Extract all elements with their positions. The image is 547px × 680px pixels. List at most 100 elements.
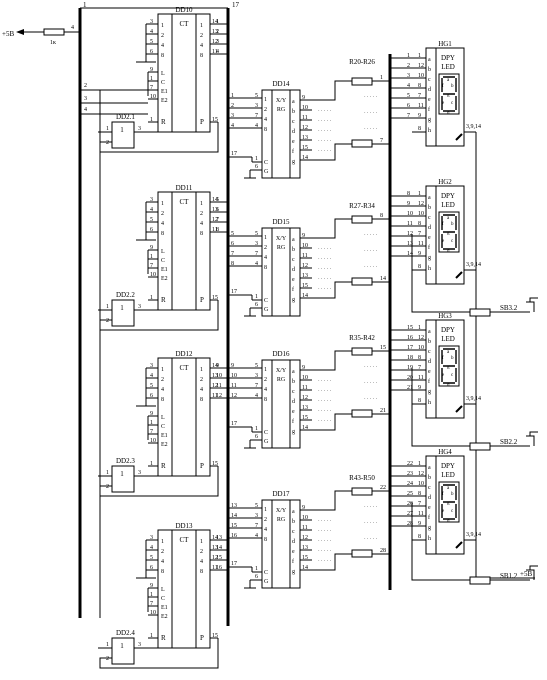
pin-label: 6	[150, 393, 153, 399]
segment-label: f	[428, 244, 430, 251]
weight-label: 2	[161, 377, 164, 383]
segment-label: b	[428, 205, 431, 211]
gate-chip	[111, 637, 135, 665]
pin-label: 1	[418, 325, 421, 331]
ctrl-label: E1	[161, 89, 168, 95]
dots: · · · · ·	[364, 505, 378, 510]
display-name: HG1	[438, 40, 452, 48]
segment-label: c	[451, 101, 454, 106]
ctrl-label: E2	[161, 98, 168, 104]
pin-label: 6	[255, 164, 258, 170]
weight-label: 4	[264, 117, 267, 123]
bus-pin: 7	[407, 113, 410, 119]
pin-label: 10	[302, 375, 308, 381]
segment-label: f	[442, 84, 444, 89]
dots: · · · · ·	[364, 381, 378, 386]
switch-label: SB2.2	[500, 438, 518, 446]
segment-label: b	[292, 519, 295, 525]
pin-label: 13	[212, 207, 218, 213]
segment-label: c	[292, 257, 295, 263]
pin-label: 3	[150, 19, 153, 25]
resistor-array-label: R27-R34	[349, 202, 375, 210]
segment-label: e	[292, 409, 295, 415]
bus-pin: 23	[407, 471, 413, 477]
display-type: LED	[441, 63, 455, 71]
counter-chip	[157, 529, 211, 649]
bus-pin: 4	[216, 49, 219, 55]
dots: · · · · ·	[318, 267, 332, 272]
pin-label: 11	[302, 385, 308, 391]
dots: · · · · ·	[318, 287, 332, 292]
bus-pin: 8	[231, 261, 234, 267]
pin-label: 6	[150, 49, 153, 55]
segment-label: e	[442, 101, 445, 106]
segment-label: d	[292, 129, 295, 135]
ctrl-label: E1	[161, 605, 168, 611]
pin-label: 7	[255, 523, 258, 529]
pin-label: 12	[418, 201, 424, 207]
segment-label: a	[428, 57, 431, 63]
bus-pin: 1	[231, 93, 234, 99]
segment-digit-icon	[438, 73, 460, 115]
pin-label: 7	[255, 113, 258, 119]
segment-label: b	[428, 475, 431, 481]
pin-label: 15	[212, 295, 218, 301]
ctrl-label: C	[161, 596, 165, 602]
pin-label: 4	[150, 29, 153, 35]
counter-name: DD10	[175, 6, 193, 14]
pin-label: 1	[150, 254, 153, 260]
bus-pin: 4	[84, 107, 87, 113]
pin-label: 1	[106, 126, 109, 132]
bus-pin: 19	[407, 365, 413, 371]
segment-label: a	[428, 465, 431, 471]
pin-label: 7	[150, 601, 153, 607]
bus-pin: 28	[407, 521, 413, 527]
bus-pin: 17	[231, 421, 237, 427]
bus-pin: 15	[231, 523, 237, 529]
display-chip	[425, 185, 465, 285]
ctrl-label: L	[161, 587, 165, 593]
bus-pin: 2	[216, 29, 219, 35]
pin-label: 8	[418, 264, 421, 270]
weight-label: 1	[200, 201, 203, 207]
pin-label: 13	[212, 29, 218, 35]
gate-symbol: 1	[120, 304, 124, 312]
decoder-name: DD15	[272, 218, 290, 226]
pin-label: 8	[418, 221, 421, 227]
pin-label: 12	[302, 263, 308, 269]
pin-label: 4	[255, 261, 258, 267]
segment-label: e	[428, 369, 431, 375]
bus-pin: 17	[407, 345, 413, 351]
bus-pin: 25	[407, 491, 413, 497]
dots: · · · · ·	[364, 95, 378, 100]
carry-label: P	[200, 634, 204, 642]
pin-label: 13	[302, 135, 308, 141]
bus-pin: 1	[216, 19, 219, 25]
bus-pin: 2	[84, 83, 87, 89]
segment-label: a	[428, 195, 431, 201]
pin-label: 5	[150, 217, 153, 223]
bus-pin: 13	[407, 241, 413, 247]
display-type: LED	[441, 335, 455, 343]
pin-label: 8	[418, 83, 421, 89]
segment-label: c	[428, 485, 431, 491]
segment-label: c	[292, 529, 295, 535]
display-type: DPY	[441, 192, 455, 200]
gate-chip	[111, 465, 135, 493]
pin-label: 10	[150, 438, 156, 444]
segment-label: f	[428, 378, 430, 385]
segment-label: g	[428, 117, 431, 123]
pin-label: 7	[418, 501, 421, 507]
pin-label: 1	[150, 76, 153, 82]
ctrl-label: C	[264, 160, 268, 166]
bus-pin: 7	[231, 251, 234, 257]
arrow-icon	[16, 29, 24, 35]
pin-label: 4	[71, 25, 74, 31]
segment-label: e	[428, 505, 431, 511]
bus-pin: 4	[231, 123, 234, 129]
bus-pin: 2	[407, 63, 410, 69]
pin-label: 1	[418, 53, 421, 59]
dots: · · · · ·	[364, 127, 378, 132]
bus-label-left: 1	[83, 1, 87, 9]
bus-pin: 14	[380, 276, 386, 282]
